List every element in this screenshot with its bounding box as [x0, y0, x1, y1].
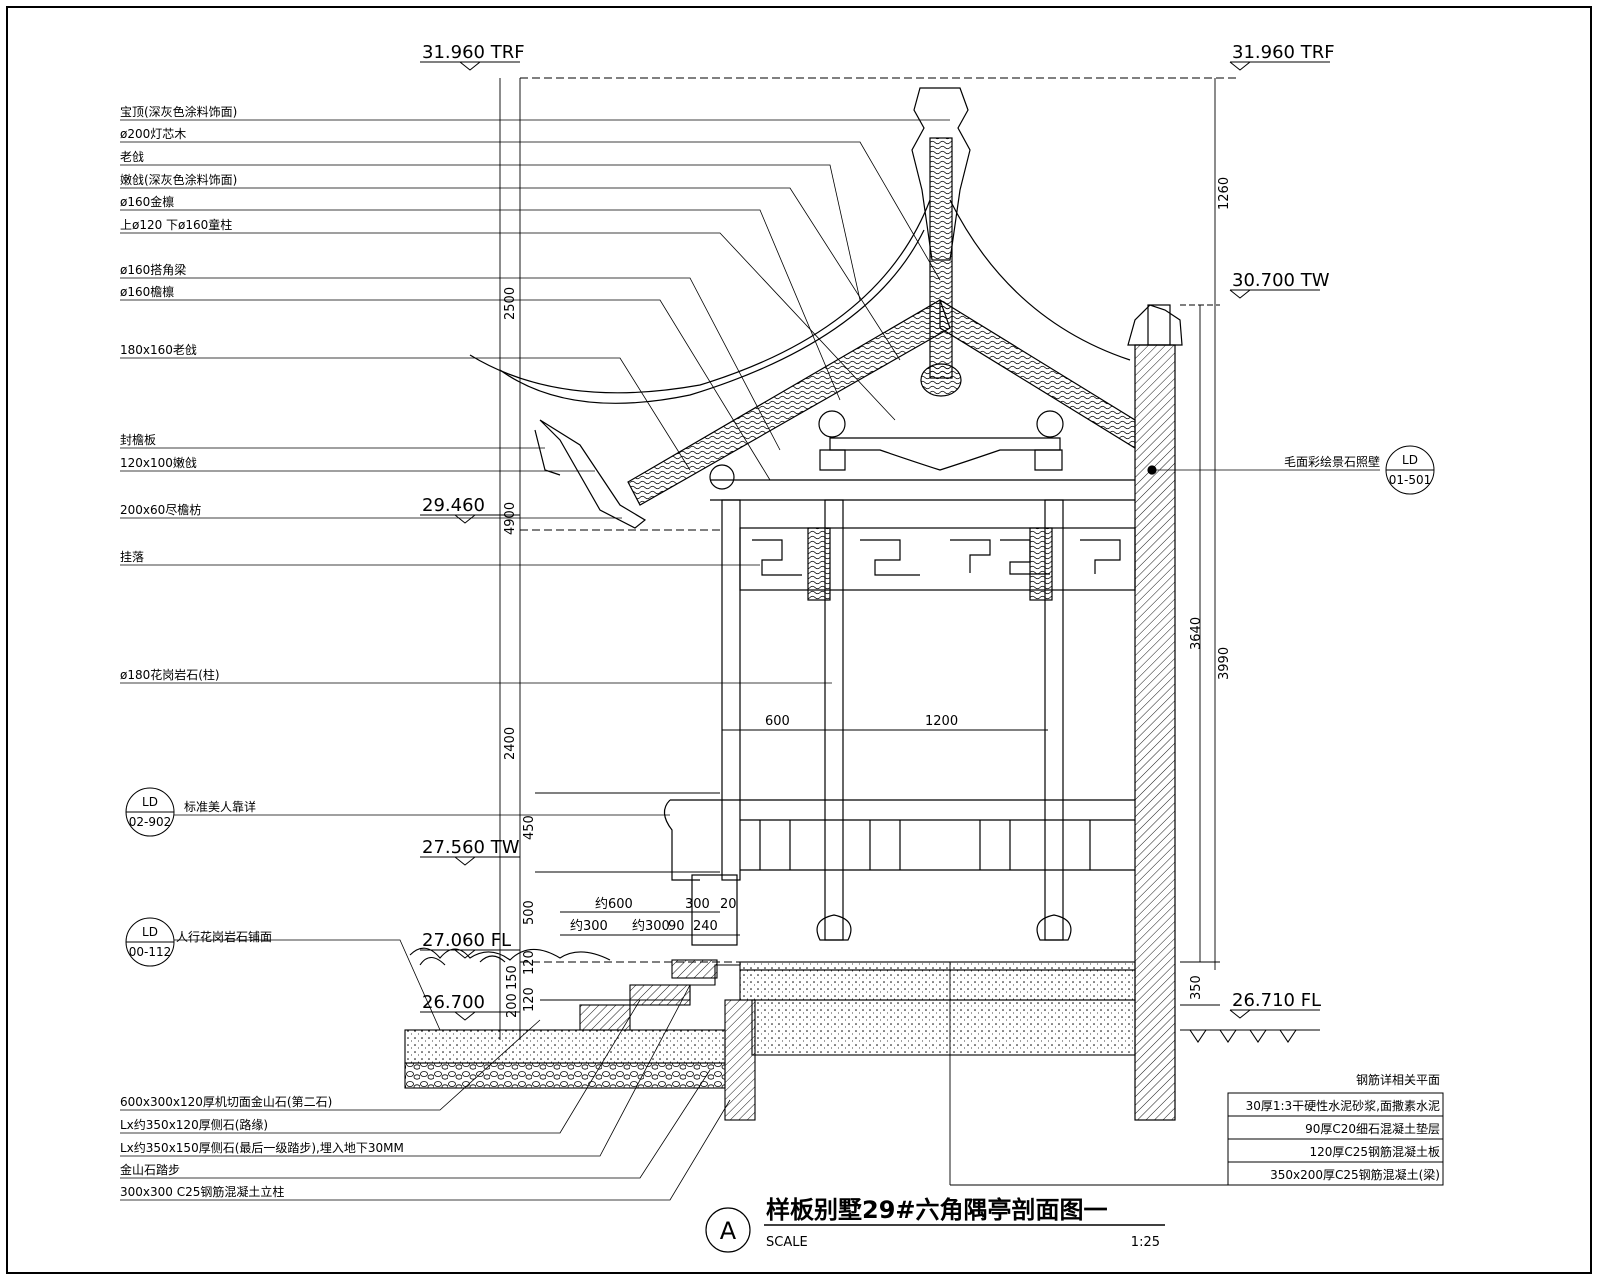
dim: 120 — [522, 987, 537, 1012]
label-item: ø160金檩 — [120, 194, 174, 209]
elevation-markers — [420, 61, 1330, 1021]
callout-bottom: 02-902 — [129, 815, 172, 829]
label-item: 180x160老戗 — [120, 343, 197, 357]
label-item: 挂落 — [120, 550, 144, 564]
label-item: Lx约350x120厚侧石(路缘) — [120, 1117, 268, 1132]
callout-top: LD — [142, 925, 158, 939]
dim: 240 — [693, 919, 718, 934]
callout-bottom: 00-112 — [129, 945, 172, 959]
dim: 2500 — [503, 287, 518, 320]
dim: 500 — [522, 900, 537, 925]
label-item: ø160搭角梁 — [120, 262, 186, 277]
leader-lines — [120, 119, 1380, 1201]
drawing-title: 样板别墅29#六角隅亭剖面图一 — [766, 1196, 1108, 1224]
table-row: 30厚1:3干硬性水泥砂浆,面撒素水泥 — [1246, 1098, 1440, 1113]
elevation-eave: 29.460 — [422, 495, 485, 516]
table-header: 钢筋详相关平面 — [1356, 1072, 1440, 1087]
table-row: 120厚C25钢筋混凝土板 — [1309, 1144, 1440, 1159]
callout-bottom: 01-501 — [1389, 473, 1432, 487]
purlin — [818, 410, 846, 438]
title-marker: A — [720, 1217, 737, 1245]
dim: 约300 — [632, 919, 670, 934]
title-block: A 样板别墅29#六角隅亭剖面图一 SCALE 1:25 — [705, 1196, 1165, 1253]
callout-text-paving: 人行花岗岩石铺面 — [176, 929, 272, 944]
dim: 3990 — [1217, 647, 1232, 680]
dim: 4900 — [503, 502, 518, 535]
dim: 300 — [685, 897, 710, 912]
label-item: 300x300 C25钢筋混凝土立柱 — [120, 1184, 284, 1199]
label-item: ø160檐檩 — [120, 284, 174, 299]
dim: 约600 — [595, 897, 633, 912]
lamp-wick-post — [929, 137, 953, 379]
dim: 约300 — [570, 919, 608, 934]
callout-00-112: LD 00-112 — [125, 917, 175, 967]
callout-01-501: LD 01-501 — [1385, 445, 1435, 495]
right-label: 毛面彩绘景石照壁 — [1284, 454, 1380, 469]
elevation-fl-left: 27.060 FL — [422, 930, 511, 951]
callout-top: LD — [142, 795, 158, 809]
elevation-ground-left: 26.700 — [422, 992, 485, 1013]
elevation-tw-left: 27.560 TW — [422, 837, 520, 858]
callout-text-railing: 标准美人靠详 — [184, 799, 256, 814]
label-item: 老戗 — [120, 150, 144, 164]
label-item: Lx约350x150厚侧石(最后一级踏步),埋入地下30MM — [120, 1140, 404, 1155]
elevation-top-right: 31.960 TRF — [1232, 42, 1335, 63]
label-item: 嫩戗(深灰色涂料饰面) — [120, 172, 237, 187]
post-base — [920, 363, 962, 397]
elevation-top-left: 31.960 TRF — [422, 42, 525, 63]
scale-label: SCALE — [766, 1235, 808, 1250]
dim: 450 — [522, 815, 537, 840]
label-item: ø180花岗岩石(柱) — [120, 667, 220, 682]
dim: 1200 — [925, 714, 958, 729]
table-row: 350x200厚C25钢筋混凝土(梁) — [1270, 1167, 1440, 1182]
dim: 2400 — [503, 727, 518, 760]
dim: 3640 — [1189, 617, 1204, 650]
screen-wall — [1134, 344, 1176, 1121]
dim: 200 — [505, 993, 520, 1018]
dim: 20 — [720, 897, 737, 912]
dim: 1260 — [1217, 177, 1232, 210]
bottom-label-list: 600x300x120厚机切面金山石(第二石) Lx约350x120厚侧石(路缘… — [120, 1094, 404, 1199]
dimension-lines — [499, 77, 1240, 1186]
foundation — [404, 947, 1320, 1121]
label-item: 120x100嫩戗 — [120, 456, 197, 470]
material-table: 钢筋详相关平面 30厚1:3干硬性水泥砂浆,面撒素水泥 90厚C20细石混凝土垫… — [1227, 1072, 1444, 1186]
purlin — [1036, 410, 1064, 438]
label-item: ø200灯芯木 — [120, 127, 186, 141]
elevation-tw-right: 30.700 TW — [1232, 270, 1330, 291]
label-item: 200x60尽檐枋 — [120, 502, 201, 517]
purlin — [709, 464, 735, 490]
label-item: 宝顶(深灰色涂料饰面) — [120, 104, 237, 119]
roof — [469, 87, 1183, 1121]
dim: 120 — [522, 950, 537, 975]
dim: 350 — [1189, 975, 1204, 1000]
callout-02-902: LD 02-902 — [125, 787, 175, 837]
label-item: 上ø120 下ø160童柱 — [120, 217, 232, 232]
dim: 600 — [765, 714, 790, 729]
scale-value: 1:25 — [1131, 1235, 1160, 1250]
rafter-left — [627, 299, 951, 506]
label-item: 金山石踏步 — [120, 1162, 180, 1177]
elevation-fl-right: 26.710 FL — [1232, 990, 1321, 1011]
callout-top: LD — [1402, 453, 1418, 467]
table-row: 90厚C20细石混凝土垫层 — [1305, 1121, 1440, 1136]
dim: 150 — [505, 965, 520, 990]
left-label-list: 宝顶(深灰色涂料饰面) ø200灯芯木 老戗 嫩戗(深灰色涂料饰面) ø160金… — [120, 104, 237, 682]
dim: 90 — [668, 919, 685, 934]
drawing-frame — [6, 6, 1592, 1274]
dimension-texts: 2500 1260 4900 2400 3640 3990 450 500 35… — [503, 177, 1232, 1018]
lattice — [739, 527, 1136, 591]
label-item: 600x300x120厚机切面金山石(第二石) — [120, 1094, 332, 1109]
label-item: 封檐板 — [120, 433, 156, 447]
